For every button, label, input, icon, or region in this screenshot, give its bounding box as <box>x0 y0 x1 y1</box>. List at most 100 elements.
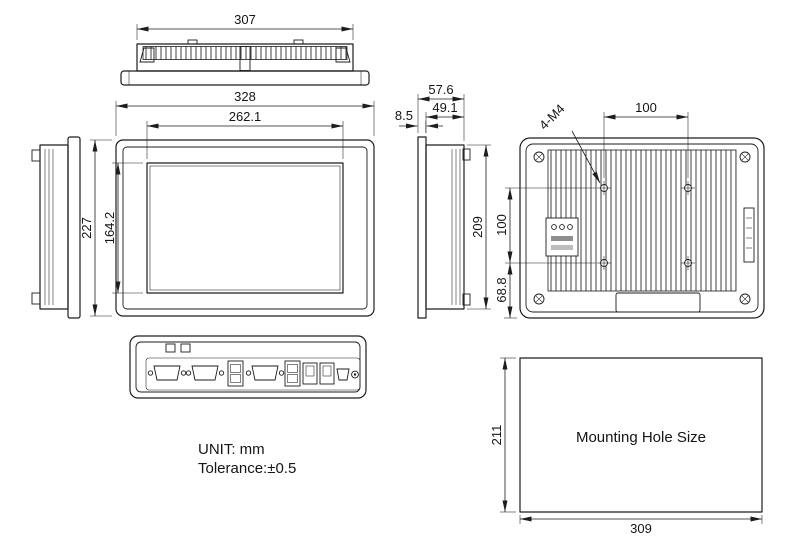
side-view: 57.6 49.1 8.5 209 <box>395 82 491 319</box>
terminal-pin <box>551 224 557 230</box>
hole-spacing-x-label: 100 <box>635 100 657 115</box>
top-clip-left <box>139 47 155 63</box>
antenna-cutout <box>180 343 191 353</box>
dim-top-width: 307 <box>136 12 354 40</box>
dim-hole-offset-bottom: 68.8 <box>494 263 517 319</box>
top-antenna-hole-right <box>293 39 304 45</box>
front-height-label: 227 <box>79 217 94 239</box>
usb-stack <box>284 360 301 387</box>
leader-line <box>571 130 601 184</box>
front-bezel-line <box>122 146 368 310</box>
front-display-area <box>146 162 344 294</box>
terminal-label-bar <box>551 236 573 241</box>
screw-icon <box>180 370 187 376</box>
usb-stack <box>227 360 244 387</box>
rj45-connector <box>302 362 318 385</box>
top-clip-right <box>335 47 351 63</box>
display-height-label: 164.2 <box>102 212 117 245</box>
top-antenna-hole-left <box>187 39 198 45</box>
dim-display-width: 262.1 <box>146 109 344 159</box>
screw-cross <box>741 295 749 303</box>
usb-port <box>230 364 241 373</box>
corner-screw-top-left <box>533 151 545 163</box>
mounting-cutout-outline <box>519 357 763 513</box>
dim-cutout-height: 211 <box>489 357 516 513</box>
screw-icon <box>185 370 192 376</box>
top-heatsink-fins <box>142 46 348 60</box>
dc-jack-pin <box>353 373 357 376</box>
front-width-label: 328 <box>234 89 256 104</box>
hdmi-port <box>336 368 350 381</box>
usb-ports-1 <box>227 360 244 387</box>
io-recess <box>145 357 361 391</box>
screw-icon <box>218 370 225 376</box>
bottom-outline <box>129 335 367 399</box>
overall-depth-label: 57.6 <box>428 82 453 97</box>
hole-spacing-y-label: 100 <box>494 214 509 236</box>
dim-front-overall-width: 328 <box>115 89 375 136</box>
slot-outline <box>743 207 755 263</box>
display-width-label: 262.1 <box>229 109 262 124</box>
left-side-view <box>31 136 81 319</box>
vga-port <box>245 365 285 381</box>
db15-connector <box>251 365 279 381</box>
dim-overall-depth: 57.6 <box>417 82 465 141</box>
front-view: 328 262.1 227 164.2 <box>79 89 375 317</box>
cutout-height-label: 211 <box>489 425 504 446</box>
mounting-hole-size-label: Mounting Hole Size <box>576 429 706 446</box>
usb-port <box>230 374 241 383</box>
body-height-label: 209 <box>470 216 485 238</box>
usb-port <box>287 374 298 383</box>
serial-port-1 <box>147 365 187 381</box>
top-width-label: 307 <box>234 12 256 27</box>
rj45-opening <box>305 365 315 377</box>
dim-body-depth: 49.1 <box>425 100 464 133</box>
corner-screw-bottom-right <box>739 293 751 305</box>
dim-bezel-depth: 8.5 <box>395 108 443 133</box>
left-body-profile <box>39 144 69 310</box>
lan-port-1 <box>302 362 318 385</box>
terminal-label-bar <box>551 245 573 250</box>
dim-front-overall-height: 227 <box>79 139 112 317</box>
top-front-flange <box>120 70 370 86</box>
front-outline <box>115 139 375 317</box>
body-depth-label: 49.1 <box>432 100 457 115</box>
unit-note: UNIT: mm <box>198 441 265 458</box>
front-display-inner <box>149 165 341 291</box>
vesa-hole-top-right <box>681 181 695 195</box>
serial-port-2 <box>185 365 225 381</box>
mount-hole-callout-label: 4-M4 <box>536 101 568 133</box>
corner-screw-bottom-left <box>533 293 545 305</box>
antenna-cutout <box>165 343 176 353</box>
drawing-notes: UNIT: mm Tolerance:±0.5 <box>198 441 296 477</box>
screw-icon <box>245 370 252 376</box>
mount-tab <box>462 293 471 306</box>
mount-tab <box>462 148 471 161</box>
dim-body-height: 209 <box>467 144 491 310</box>
db9-connector <box>191 365 219 381</box>
mounting-hole-size: Mounting Hole Size 211 309 <box>489 357 763 536</box>
hole-offset-bottom-label: 68.8 <box>494 277 509 302</box>
usb-ports-2 <box>284 360 301 387</box>
bezel-depth-label: 8.5 <box>395 108 413 123</box>
usb-port <box>287 364 298 373</box>
dc-jack-outline <box>351 370 359 379</box>
bottom-inner-line <box>135 341 361 393</box>
rear-side-slot <box>743 207 755 263</box>
screw-icon <box>147 370 154 376</box>
terminal-pin <box>559 224 565 230</box>
side-body-profile <box>425 144 465 310</box>
side-bezel-profile <box>417 136 427 319</box>
screw-cross <box>535 153 543 161</box>
top-view: 307 <box>120 12 370 86</box>
rj45-connector <box>319 362 335 385</box>
screw-cross <box>741 153 749 161</box>
rear-view: 100 4-M4 100 68.8 <box>494 100 765 319</box>
power-terminal-block <box>545 217 579 257</box>
terminal-pin <box>567 224 573 230</box>
bottom-view <box>129 335 367 399</box>
mount-tab <box>31 292 41 305</box>
dim-hole-spacing-x: 100 <box>603 100 689 178</box>
